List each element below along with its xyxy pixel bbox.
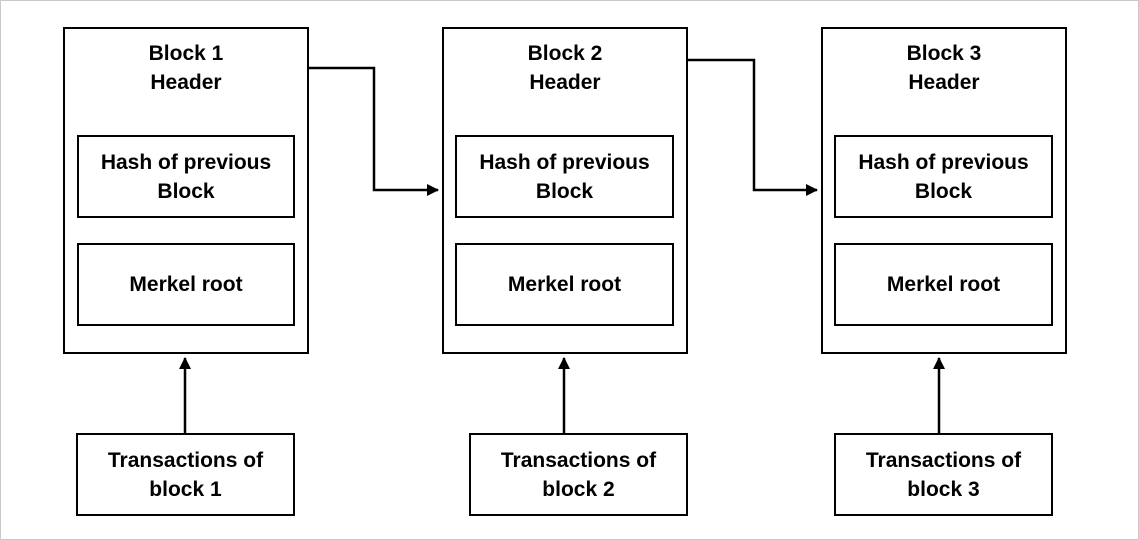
block-2-transactions-box: Transactions of block 2 [469, 433, 688, 516]
block-1-transactions-box: Transactions of block 1 [76, 433, 295, 516]
block-1-header-title: Block 1 Header [148, 42, 224, 94]
block-3-transactions-box: Transactions of block 3 [834, 433, 1053, 516]
block-3-merkle-box: Merkel root [834, 243, 1053, 326]
block-3-header-title: Block 3 Header [906, 42, 982, 94]
block-1-hash-box: Hash of previous Block [77, 135, 295, 218]
block-2-hash-box: Hash of previous Block [455, 135, 674, 218]
block-1-merkle-box: Merkel root [77, 243, 295, 326]
link-arrow-1-to-2 [309, 66, 439, 196]
block-2-header-title: Block 2 Header [527, 42, 603, 94]
block-3-hash-box: Hash of previous Block [834, 135, 1053, 218]
link-arrow-2-to-3 [688, 58, 818, 196]
block-2-merkle-box: Merkel root [455, 243, 674, 326]
